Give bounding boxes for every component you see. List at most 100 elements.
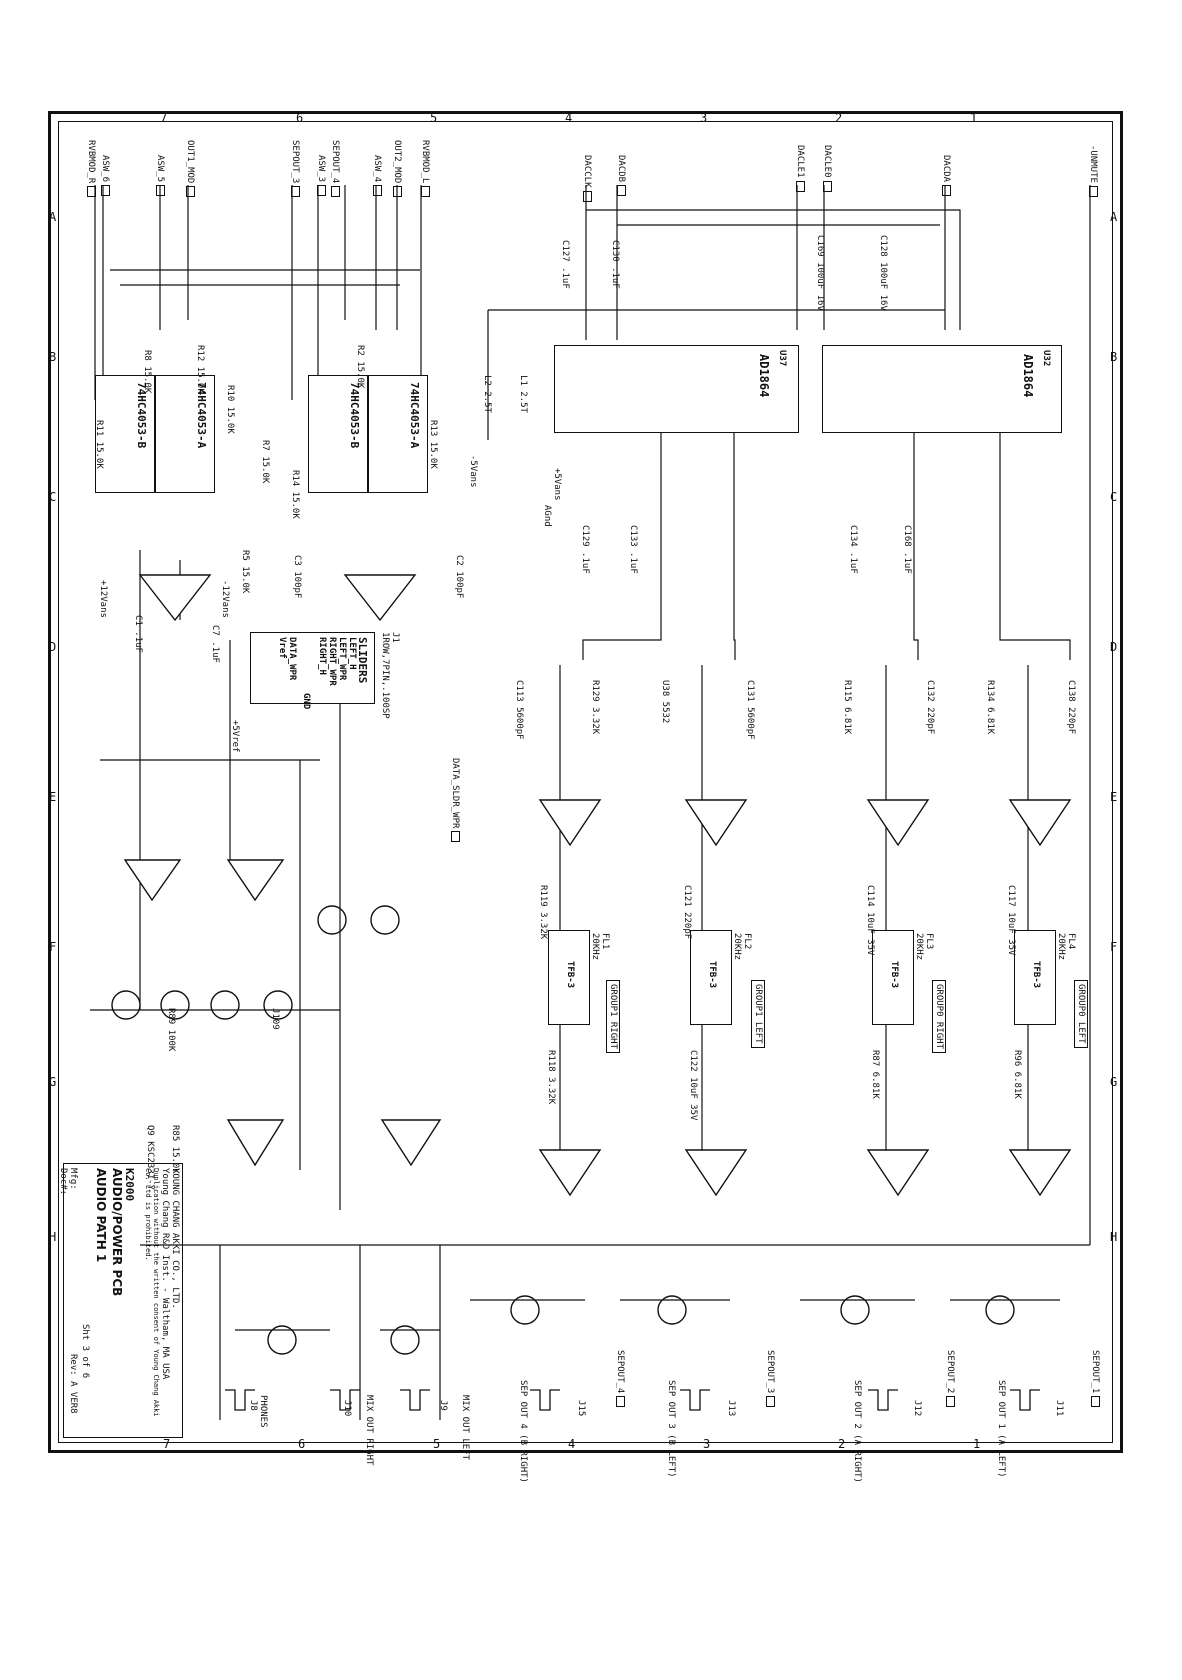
component-label: C3 100pF xyxy=(292,555,302,599)
grid-letter-right: D xyxy=(1110,640,1118,654)
port-asw-4: ASW_4 xyxy=(372,155,382,196)
filter-freq: 20KHz xyxy=(1056,933,1066,961)
component-label: C2 100pF xyxy=(454,555,464,599)
component-label: C168 .1uF xyxy=(902,525,912,574)
output-mix-right-label: MIX OUT RIGHT xyxy=(364,1395,374,1466)
grid-number-top: 5 xyxy=(430,111,438,125)
port-sepout-4-out: SEPOUT_4 xyxy=(615,1350,625,1407)
mux-chip-u3b: 74HC4053-B xyxy=(95,375,155,493)
grid-number-top: 1 xyxy=(970,111,978,125)
component-label: R89 100K xyxy=(166,1008,176,1052)
component-label: C133 .1uF xyxy=(628,525,638,574)
component-label: R134 6.81K xyxy=(985,680,995,735)
component-label: C7 .1uF xyxy=(210,625,220,663)
grid-number-top: 7 xyxy=(160,111,168,125)
port-dacle1: DACLE1 xyxy=(795,145,805,192)
group-label-group0-right: GROUP0 RIGHT xyxy=(932,980,946,1054)
grid-letter-right: E xyxy=(1110,790,1118,804)
group-label-group0-left: GROUP0 LEFT xyxy=(1074,980,1088,1048)
port-dacda: DACDA xyxy=(941,155,951,196)
grid-number-top: 2 xyxy=(835,111,843,125)
output-mix-left-label: MIX OUT LEFT xyxy=(460,1395,470,1461)
grid-letter-left: D xyxy=(49,640,57,654)
title-company: YOUNG CHANG AKKI CO., LTD. xyxy=(170,1168,180,1309)
filter-freq: 20KHz xyxy=(914,933,924,961)
filter-ref: FL1 xyxy=(600,933,610,950)
grid-number-bottom: 6 xyxy=(298,1437,306,1451)
chip-part: AD1864 xyxy=(757,354,771,398)
grid-number-bottom: 1 xyxy=(973,1437,981,1451)
output-sep3-ref: J13 xyxy=(726,1400,736,1417)
output-sep1-ref: J11 xyxy=(1054,1400,1064,1417)
component-label: C129 .1uF xyxy=(580,525,590,574)
filter-fl4: TFB-3 xyxy=(1014,930,1056,1025)
connector-ref: J1 xyxy=(390,632,400,643)
component-label: R13 15.0K xyxy=(428,420,438,469)
component-label: R11 15.0K xyxy=(94,420,104,469)
component-label: R96 6.81K xyxy=(1012,1050,1022,1099)
port-rvbmod-r: RVBMOD_R xyxy=(86,140,96,197)
grid-number-top: 6 xyxy=(296,111,304,125)
power-label: +12Vans xyxy=(98,580,108,618)
component-label: C134 .1uF xyxy=(848,525,858,574)
grid-number-top: 4 xyxy=(565,111,573,125)
port-asw-6: ASW_6 xyxy=(100,155,110,196)
connector-pin: LEFT_H xyxy=(347,637,357,670)
group-label-group1-right: GROUP1 RIGHT xyxy=(606,980,620,1054)
filter-part: TFB-3 xyxy=(565,961,575,989)
output-sep1-label: SEP OUT 1 (A LEFT) xyxy=(996,1380,1006,1478)
port-sepout-3-out: SEPOUT_3 xyxy=(765,1350,775,1407)
component-label: R115 6.81K xyxy=(842,680,852,735)
filter-part: TFB-3 xyxy=(1031,961,1041,989)
connector-pin: RIGHT_H xyxy=(317,637,327,675)
connector-pin: GND xyxy=(301,693,311,710)
grid-letter-right: F xyxy=(1110,940,1118,954)
grid-number-top: 3 xyxy=(700,111,708,125)
title-sheet-title: AUDIO PATH 1 xyxy=(94,1168,108,1263)
component-label: R87 6.81K xyxy=(870,1050,880,1099)
connector-pin: RIGHT_WPR xyxy=(327,637,337,686)
filter-ref: FL4 xyxy=(1066,933,1076,950)
port-dacclk: DACCLK xyxy=(582,155,592,202)
title-revision: Rev: A VER8 xyxy=(68,1354,78,1414)
component-label: C1 .1uF xyxy=(133,615,143,653)
chip-ref: U32 xyxy=(1041,350,1051,367)
port-dacdb: DACDB xyxy=(616,155,626,196)
title-division: Young Chang R&D Inst. - Waltham, MA USA xyxy=(160,1168,170,1380)
mux-chip-u3a: 74HC4053-A xyxy=(155,375,215,493)
filter-freq: 20KHz xyxy=(590,933,600,961)
connector-pin: DATA_WPR xyxy=(287,637,297,681)
filter-ref: FL3 xyxy=(924,933,934,950)
dac-chip-u37: U37 AD1864 xyxy=(554,345,799,433)
title-mfg-label: Mfg: xyxy=(68,1168,78,1190)
component-label: C132 220pF xyxy=(925,680,935,735)
component-label: R12 15.0K xyxy=(195,345,205,394)
grid-letter-left: A xyxy=(49,210,57,224)
component-label: C121 220pF xyxy=(682,885,692,940)
mux-chip-u2b: 74HC4053-B xyxy=(308,375,368,493)
grid-number-bottom: 3 xyxy=(703,1437,711,1451)
component-label: R8 15.0K xyxy=(142,350,152,394)
component-label: R2 15.0K xyxy=(355,345,365,389)
grid-letter-right: H xyxy=(1110,1230,1118,1244)
chip-part: 74HC4053-B xyxy=(348,382,361,449)
connector-pin: LEFT_WPR xyxy=(337,637,347,681)
dac-chip-u32: U32 AD1864 xyxy=(822,345,1062,433)
component-label: C127 .1uF xyxy=(560,240,570,289)
chip-ref: U37 xyxy=(777,350,787,367)
port-out2-mod: OUT2_MOD xyxy=(392,140,402,197)
drawing-frame-outer xyxy=(48,111,1123,1453)
component-label: C117 10uF 35V xyxy=(1006,885,1016,956)
title-sheet-number: Sht 3 of 6 xyxy=(80,1324,90,1379)
component-label: R119 3.32K xyxy=(538,885,548,940)
output-sep2-label: SEP OUT 2 (A RIGHT) xyxy=(852,1380,862,1483)
port-asw-3: ASW_3 xyxy=(316,155,326,196)
output-sep4-ref: J15 xyxy=(576,1400,586,1417)
connector-pin: Vref xyxy=(277,637,287,659)
filter-fl1: TFB-3 xyxy=(548,930,590,1025)
filter-fl3: TFB-3 xyxy=(872,930,914,1025)
grid-letter-left: H xyxy=(49,1230,57,1244)
component-label: C131 5600pF xyxy=(745,680,755,740)
component-label: C114 10uF 35V xyxy=(865,885,875,956)
grid-letter-left: G xyxy=(49,1075,57,1089)
